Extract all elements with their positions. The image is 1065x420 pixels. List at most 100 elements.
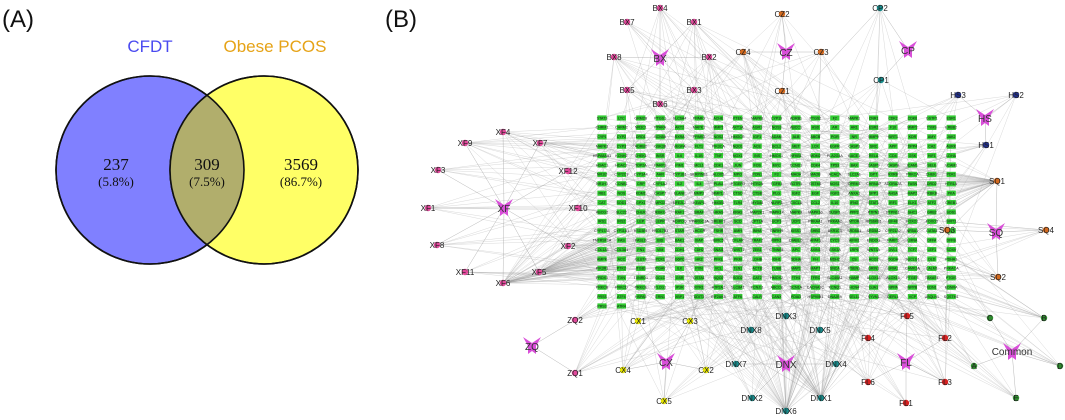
herb-gene-edge [621, 296, 624, 371]
hub-herb-edge [880, 49, 909, 81]
herb-node-label: XF4 [496, 128, 511, 137]
gene-node-label: PIK3CA [712, 145, 725, 149]
gene-node-label: TXN [618, 276, 626, 280]
gene-node [772, 237, 782, 243]
gene-node [869, 218, 879, 224]
gene-node-label: PTGES [906, 276, 919, 280]
gene-node-label: CASP3 [848, 145, 860, 149]
gene-node-label: RB1 [599, 192, 606, 196]
herb-node [876, 4, 884, 12]
gene-node-label: PDHA1 [945, 257, 957, 261]
herb-gene-edge [621, 117, 787, 412]
gene-node-label: CTSD [733, 192, 743, 196]
herb-node [782, 407, 790, 415]
gene-node-label: TNF [715, 154, 723, 158]
herb-gene-edge [659, 103, 835, 241]
gene-node [713, 143, 723, 149]
gene-node-label: PTEN [733, 116, 743, 120]
gene-node-label: HIF1 [928, 154, 936, 158]
herb-gene-edge [757, 287, 946, 383]
gene-node [655, 284, 665, 290]
gene-node [752, 247, 762, 253]
gene-node-label: EIF2AK3 [711, 295, 725, 299]
gene-node [830, 143, 840, 149]
gene-node-label: SRD5A2 [867, 229, 881, 233]
herb-gene-edge [464, 271, 700, 297]
herb-node-label: DNX3 [775, 312, 797, 321]
gene-node [772, 284, 782, 290]
hub-herb-edge [531, 345, 576, 374]
herb-node [434, 166, 442, 174]
gene-node [888, 294, 898, 300]
herb-node [816, 326, 824, 334]
herb-node [970, 362, 978, 370]
gene-node-label: FLT1 [695, 145, 703, 149]
gene-node [616, 171, 626, 177]
gene-node-label: ADORA2A [884, 182, 902, 186]
gene-node-label: APC [792, 248, 800, 252]
gene-node-label: VIM [657, 248, 663, 252]
gene-node-label: HDAC1 [596, 163, 608, 167]
gene-node-label: PRKCD [615, 286, 628, 290]
herb-gene-edge [640, 127, 822, 399]
gene-node [810, 115, 820, 121]
gene-node [907, 134, 917, 140]
gene-node [849, 124, 859, 130]
herb-gene-edge [742, 51, 894, 166]
gene-node-label: LCK [812, 145, 820, 149]
herb-gene-edge [820, 202, 894, 399]
hub-herb-edge [995, 229, 1047, 233]
gene-node-label: KISS1 [791, 229, 801, 233]
gene-node [810, 153, 820, 159]
gene-node [675, 143, 685, 149]
hub-herb-edge [502, 131, 505, 209]
gene-node-label: DRD2 [927, 182, 937, 186]
gene-node [733, 171, 743, 177]
gene-node-label: MAPK3 [596, 145, 608, 149]
herb-node [982, 141, 990, 149]
gene-node [713, 284, 723, 290]
gene-node-label: PDK1 [947, 173, 956, 177]
gene-node-label: AHSA [888, 192, 898, 196]
hub-herb-edge [781, 13, 787, 53]
herb-gene-edge [737, 79, 882, 269]
herb-node-label: DNX8 [740, 326, 762, 335]
gene-node [713, 256, 723, 262]
gene-node [675, 247, 685, 253]
gene-node-label: VCP [909, 295, 917, 299]
gene-node-label: ADIPOQ [673, 220, 687, 224]
gene-node [733, 247, 743, 253]
gene-node [597, 115, 607, 121]
venn-right-count: 3569 [284, 155, 318, 174]
gene-node [597, 284, 607, 290]
herb-gene-edge [820, 183, 855, 399]
gene-node [616, 181, 626, 187]
gene-node-label: SLC6A4 [673, 116, 686, 120]
gene-node [733, 256, 743, 262]
herb-node-label: CZ2 [774, 10, 790, 19]
herb-gene-edge [679, 164, 946, 383]
gene-node [849, 134, 859, 140]
herb-gene-edge [708, 56, 719, 194]
gene-node-label: ENDOG [867, 239, 880, 243]
gene-node [752, 171, 762, 177]
gene-node-label: SYVN1 [868, 295, 880, 299]
hub-herb-edge [665, 320, 691, 363]
gene-node [772, 247, 782, 253]
herb-gene-edge [698, 277, 787, 412]
gene-node [636, 134, 646, 140]
gene-node-label: ALOX15 [886, 276, 900, 280]
gene-node [791, 256, 801, 262]
gene-node-label: IL10 [831, 201, 838, 205]
gene-node-label: PPARA [654, 126, 667, 130]
gene-node [675, 284, 685, 290]
gene-node-label: HSPA8AA1 [593, 154, 611, 158]
gene-node [810, 181, 820, 187]
gene-node-label: DFFA [927, 239, 937, 243]
gene-node [927, 228, 937, 234]
gene-node-label: ADAM [771, 135, 781, 139]
herb-node-label: HS3 [950, 91, 966, 100]
hub-herb-edge [637, 320, 667, 363]
gene-node-label: GLUT4 [635, 257, 647, 261]
herb-gene-edge [464, 142, 622, 288]
